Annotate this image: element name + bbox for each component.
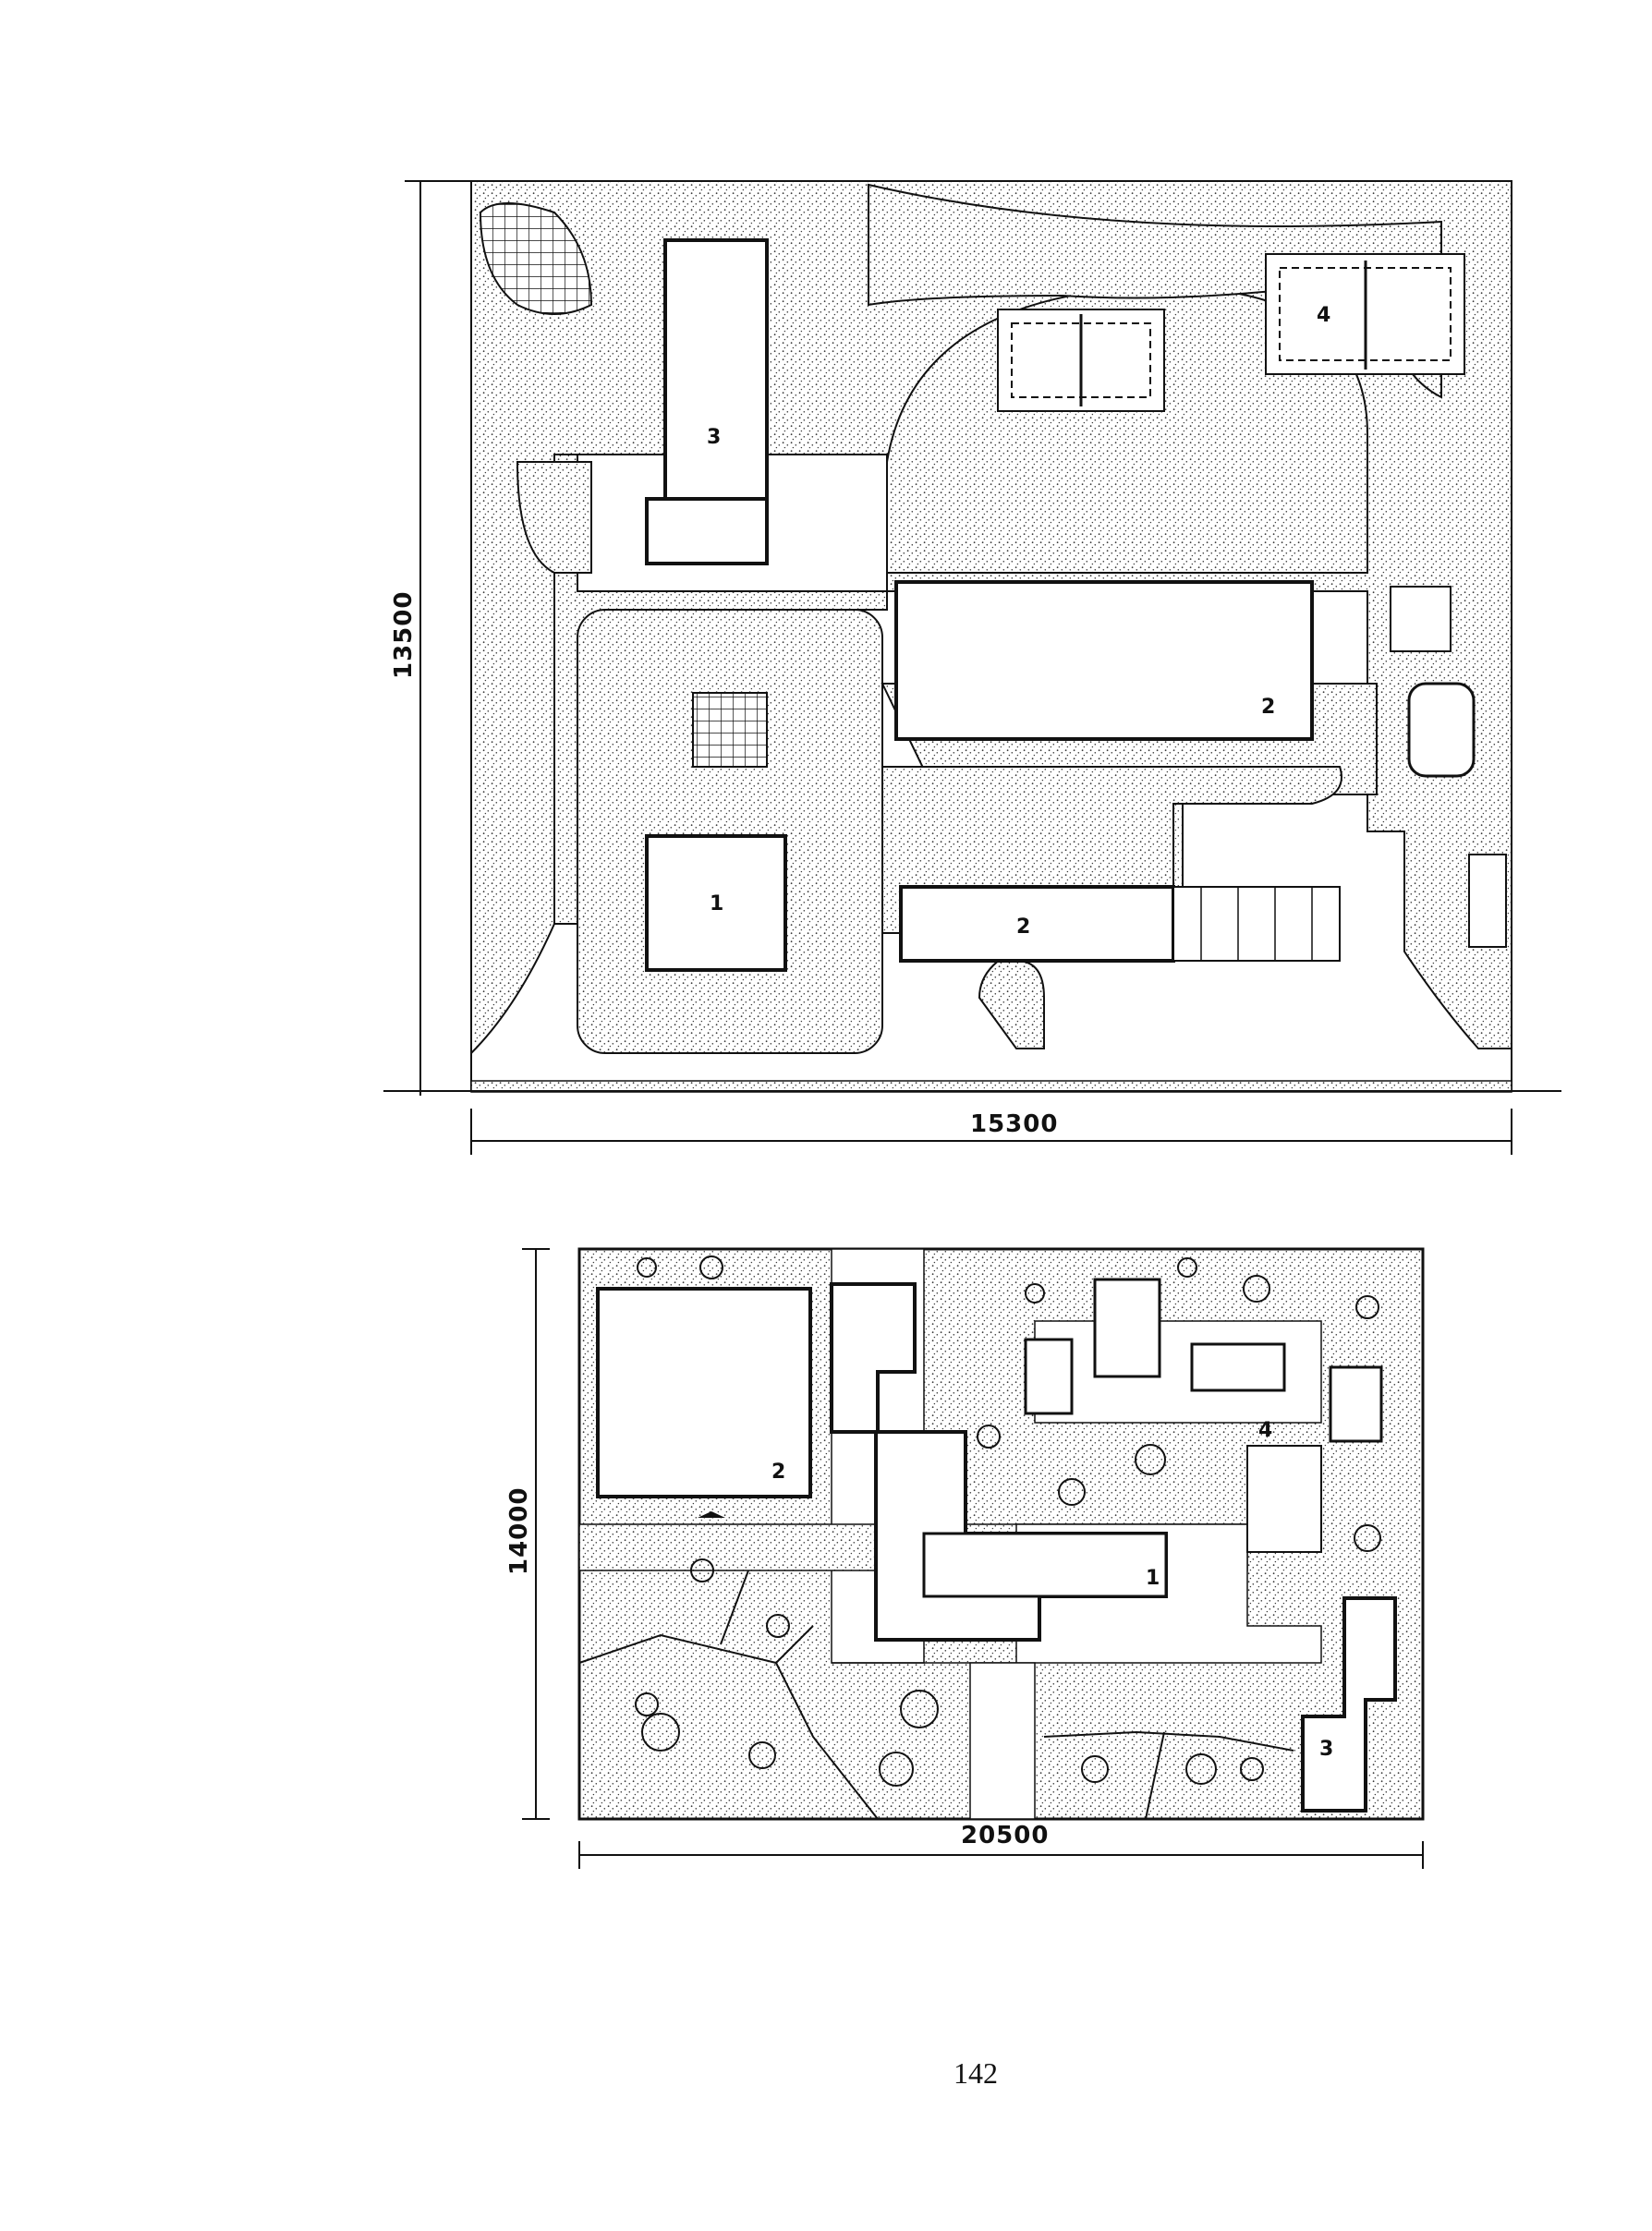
lower-building-4: 4 <box>1246 1419 1322 1553</box>
upper-building-1: 1 <box>645 692 787 972</box>
upper-bench <box>1468 854 1507 948</box>
upper-court-a <box>997 309 1165 412</box>
upper-height-label: 13500 <box>390 591 418 679</box>
lower-lot-lines <box>578 1570 1294 1820</box>
upper-label-2b: 2 <box>1016 915 1030 939</box>
upper-label-3: 3 <box>707 426 721 449</box>
lower-label-3: 3 <box>1319 1738 1333 1761</box>
lower-label-2: 2 <box>771 1461 785 1484</box>
upper-stair-pavilion <box>1407 682 1476 778</box>
lower-label-4: 4 <box>1258 1419 1272 1442</box>
lower-dimension-lines <box>522 1248 1424 1869</box>
upper-court-4: 4 <box>1265 253 1465 375</box>
lower-building-3: 3 <box>1301 1596 1397 1813</box>
upper-width-label: 15300 <box>970 1110 1058 1138</box>
upper-playground-grid <box>479 202 593 315</box>
upper-label-4: 4 <box>1317 304 1330 327</box>
upper-building-2-large: 2 <box>894 580 1314 741</box>
upper-garden-blocks <box>516 183 1442 1054</box>
upper-shed <box>1390 586 1452 652</box>
lower-beds <box>1024 1278 1383 1443</box>
upper-site-plan: 3 2 2 1 <box>383 180 1561 1155</box>
upper-label-1: 1 <box>710 892 723 915</box>
lower-label-1: 1 <box>1146 1567 1160 1590</box>
lower-site-plan: 2 1 4 3 <box>505 1247 1425 1869</box>
lower-building-2: 2 <box>596 1287 812 1518</box>
upper-label-2a: 2 <box>1261 696 1275 719</box>
page-number: 142 <box>954 2056 998 2090</box>
lower-width-label: 20500 <box>961 1822 1049 1849</box>
lower-building-1: 1 <box>830 1282 1168 1642</box>
upper-building-3: 3 <box>645 238 769 565</box>
upper-dimension-lines <box>383 180 1561 1155</box>
upper-building-2-long: 2 <box>899 885 1341 963</box>
lower-trees <box>635 1255 1381 1787</box>
lower-height-label: 14000 <box>505 1487 533 1575</box>
